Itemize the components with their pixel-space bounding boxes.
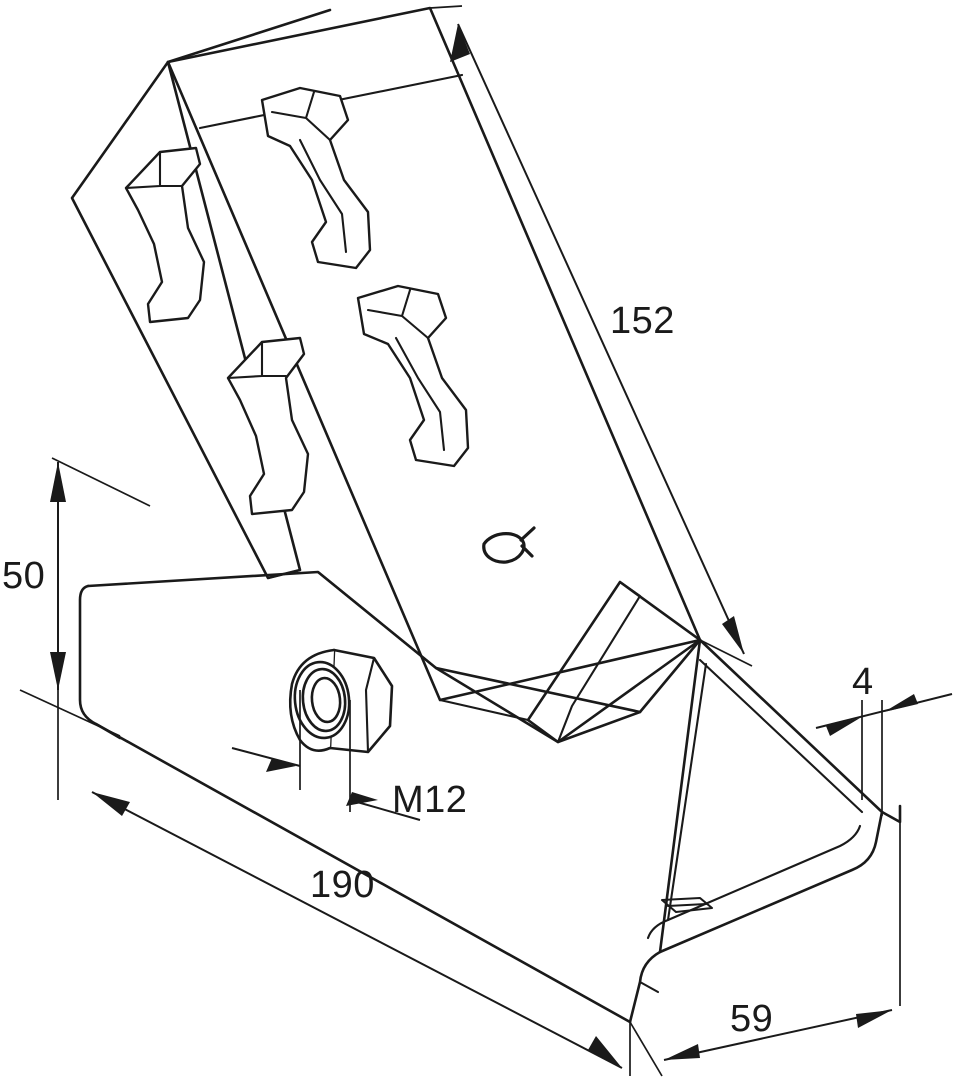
keyhole-slot-4 <box>356 284 470 468</box>
inclined-strut-arm <box>70 6 702 702</box>
dim-152-arrow-bottom <box>722 616 744 654</box>
keyhole-slot-4-inner-edge <box>366 288 430 340</box>
keyhole-slot-1 <box>124 146 206 324</box>
callout-m12: M12 <box>231 690 467 821</box>
m12-leader-left <box>231 747 301 767</box>
base-channel-back-top-edge <box>698 638 884 814</box>
m12-arrow-left <box>266 758 296 772</box>
dim-4-label: 4 <box>852 661 874 703</box>
dim-59-line <box>663 1009 893 1061</box>
dim-190-arrow-right <box>588 1036 622 1068</box>
m12-leader-right <box>349 799 421 821</box>
m12-label: M12 <box>392 779 467 821</box>
channel-section-inner-profile <box>646 824 862 940</box>
dimension-190: 190 <box>57 690 631 1076</box>
channel-section-left-lip <box>638 980 660 994</box>
dim-152-arrow-top <box>450 24 470 62</box>
strut-top-chamfer <box>166 8 332 64</box>
flange-slot-edge <box>666 902 708 908</box>
dim-190-arrow-left <box>92 792 130 816</box>
gusset-plate-fold <box>556 580 642 744</box>
hex-nut-m12 <box>288 648 394 754</box>
base-channel-front-top-edge <box>316 570 438 670</box>
dim-4-line <box>815 693 953 729</box>
base-channel-back-inner-edge <box>698 658 864 814</box>
dim-59-arrow-left <box>664 1044 700 1060</box>
dimension-152: 152 <box>429 5 753 667</box>
dimension-59: 59 <box>629 822 901 1077</box>
fish-body-icon <box>482 532 526 564</box>
keyhole-slot-4-detail <box>394 336 446 452</box>
dim-4-arrow-right <box>884 694 918 712</box>
dim-59-arrow-right <box>856 1010 892 1028</box>
dim-59-ext-left <box>629 1021 663 1077</box>
base-channel-right-inner-edge <box>666 662 708 922</box>
manufacturer-fish-logo <box>482 526 536 564</box>
dim-152-line <box>457 23 745 655</box>
dim-4-arrow-left <box>826 718 860 736</box>
dim-152-ext-bottom <box>699 639 753 667</box>
fish-tail-icon <box>519 526 536 558</box>
channel-section-right-flange <box>880 804 902 824</box>
dim-50-ext-bottom <box>19 689 121 737</box>
keyhole-slot-3-detail <box>298 138 348 254</box>
dimension-50: 50 <box>2 457 151 737</box>
hex-nut-bore-inner <box>310 676 342 724</box>
dim-50-label: 50 <box>2 555 45 597</box>
channel-section-outer-profile <box>628 810 884 1024</box>
keyhole-slot-3-inner-edge <box>270 90 332 142</box>
dim-190-label: 190 <box>310 864 375 906</box>
keyhole-slot-1-inner-edge <box>124 150 184 190</box>
base-channel-left-endcap <box>78 584 122 740</box>
dim-59-label: 59 <box>730 998 773 1040</box>
strut-to-channel-joint <box>438 698 530 722</box>
dim-50-arrow-top <box>50 462 66 502</box>
dim-152-ext-top <box>429 5 463 9</box>
dim-50-ext-top <box>51 457 151 507</box>
keyhole-slot-2 <box>226 336 310 516</box>
base-channel-assembly <box>78 570 902 1024</box>
m12-arrow-right <box>346 792 378 806</box>
base-channel-front-bottom-edge <box>94 722 632 1024</box>
hex-nut-facet-line <box>364 656 376 754</box>
strut-slot-group-right <box>260 86 470 468</box>
keyhole-slot-3 <box>260 86 372 270</box>
flange-slot <box>660 896 714 914</box>
channel-cross-section <box>628 804 902 1024</box>
dim-190-line <box>91 791 623 1069</box>
gusset-plate <box>526 580 702 744</box>
dim-50-arrow-bottom <box>50 652 66 690</box>
keyhole-slot-2-inner-edge <box>226 340 288 380</box>
dimension-4-thickness: 4 <box>815 661 953 816</box>
strut-slot-group-left <box>124 146 310 516</box>
dim-152-label: 152 <box>610 300 675 342</box>
